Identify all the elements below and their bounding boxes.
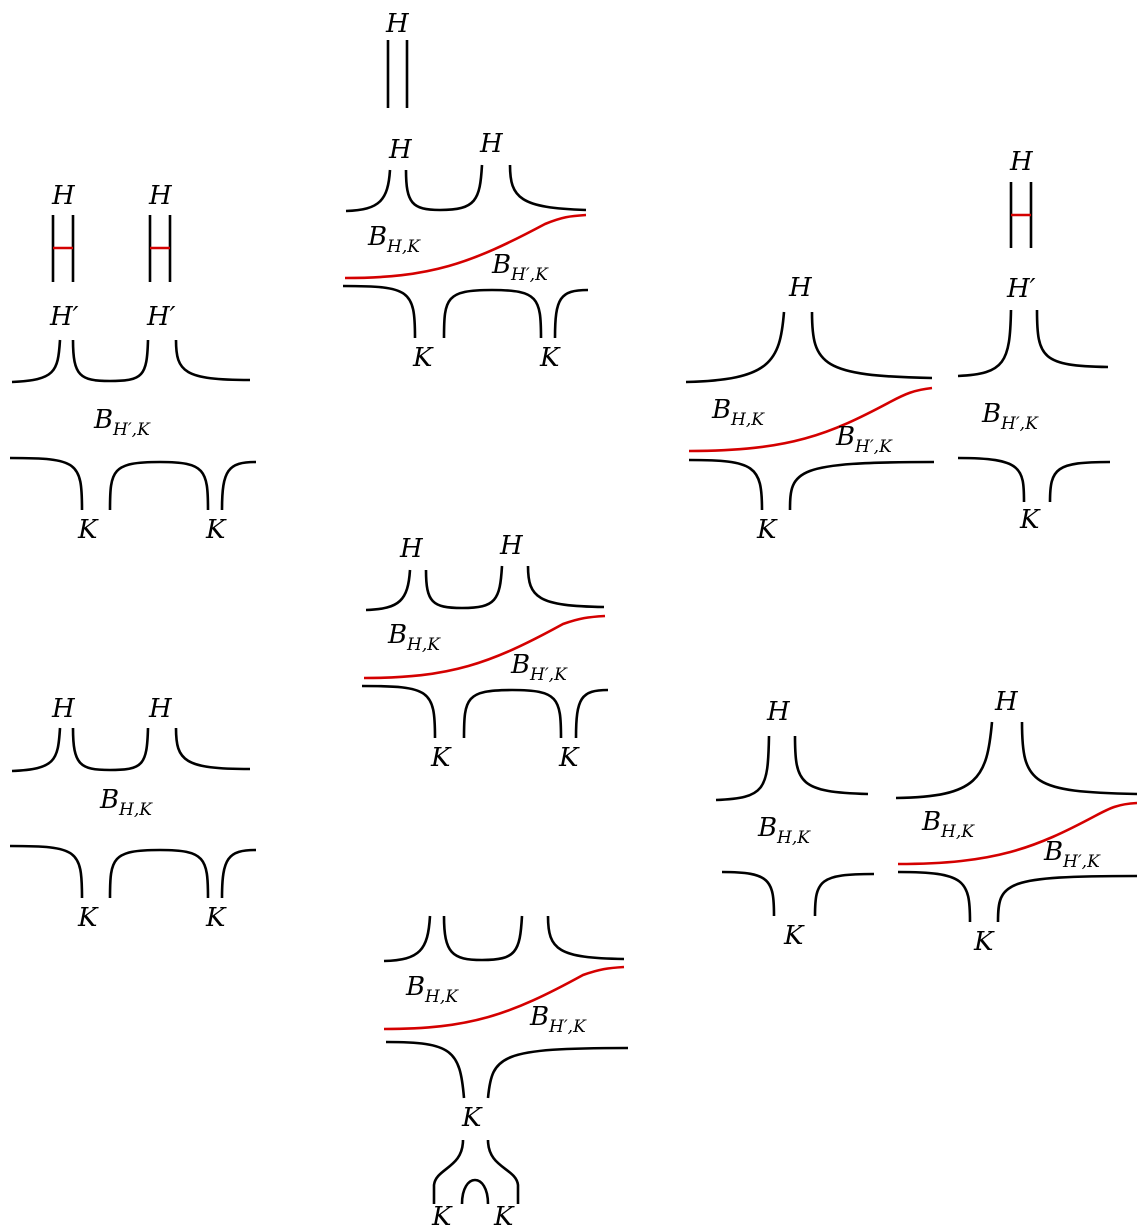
label-k: K [205,903,227,933]
label-h: H [148,181,173,211]
panel-bottom-left: H H B H,K K K [9,694,257,933]
label-b: B [510,650,530,680]
label-b: B [367,222,387,252]
label-k: K [539,343,561,373]
label-b: B [387,620,407,650]
label-b: B [491,250,511,280]
bottom-boundary-curves [9,844,257,899]
label-b-subscript: H,K [776,828,811,848]
label-k: K [430,743,452,773]
panel-top-middle: H H H B H,K B H′,K K K [342,9,589,373]
label-k: K [461,1103,483,1133]
label-k: K [783,921,805,951]
label-h: H [1009,147,1034,177]
label-b: B [529,1002,549,1032]
label-h: H [499,531,524,561]
top-boundary-curves [715,721,1137,802]
label-b: B [757,813,777,843]
top-boundary-curves [11,727,251,773]
red-seam-curve [363,614,606,680]
label-k: K [493,1202,515,1225]
panel-top-left: H H H′ H′ B H′,K K K [9,181,257,545]
label-h-prime: H′ [146,302,176,332]
label-b: B [981,399,1001,429]
top-boundary-curves [11,339,251,384]
label-b: B [405,972,425,1002]
label-h: H [51,694,76,724]
bottom-boundary-curves [342,284,589,339]
label-b-subscript: H′,K [112,420,151,440]
vertical-strands-pair-left [51,215,172,282]
label-h-prime: H′ [49,302,79,332]
label-h: H [385,9,410,39]
label-b: B [711,395,731,425]
bottom-boundary-curves [9,456,257,511]
bottom-boundary-curves [688,456,1111,511]
red-seam-curve [688,386,933,453]
label-b-subscript: H′,K [529,665,568,685]
label-k: K [77,515,99,545]
label-k: K [558,743,580,773]
label-h: H [766,697,791,727]
top-boundary-curves [685,309,1109,384]
label-h: H [148,694,173,724]
split-strands [432,1139,520,1205]
top-boundary-curves [345,164,587,213]
label-b-subscript: H,K [386,237,421,257]
label-h: H [399,534,424,564]
vertical-strands-pair [386,40,409,108]
label-b: B [921,807,941,837]
label-b-subscript: H,K [940,822,975,842]
label-k: K [77,903,99,933]
label-k: K [973,927,995,957]
label-k: K [431,1202,453,1225]
label-b-subscript: H′,K [510,265,549,285]
bottom-boundary-curves [385,1040,629,1099]
red-seam-curve [897,801,1137,866]
panel-bottom-right: H H B H,K B H,K B H′,K K K [715,687,1137,957]
label-b-subscript: H′,K [548,1017,587,1037]
panel-top-right: H H′ H B H,K B H′,K B H′,K K K [685,147,1111,545]
label-b-subscript: H′,K [1000,414,1039,434]
label-b: B [99,785,119,815]
top-boundary-curves [365,565,605,612]
label-b-subscript: H′,K [854,437,893,457]
label-h: H [388,135,413,165]
label-k: K [205,515,227,545]
red-seam-curve [383,965,625,1031]
panel-center: H H B H,K B H′,K K K [361,531,609,773]
label-h: H [479,129,504,159]
label-k: K [1019,505,1041,535]
bottom-boundary-curves [721,870,1137,923]
label-h-prime: H′ [1006,274,1036,304]
label-h: H [994,687,1019,717]
label-b-subscript: H,K [406,635,441,655]
label-b: B [835,422,855,452]
label-b-subscript: H′,K [1062,852,1101,872]
label-h: H [51,181,76,211]
panel-bottom-middle: B H,K B H′,K K K K [383,915,629,1225]
label-b-subscript: H,K [424,987,459,1007]
label-k: K [756,515,778,545]
label-b-subscript: H,K [730,410,765,430]
label-b: B [1043,837,1063,867]
label-b-subscript: H,K [118,800,153,820]
bottom-boundary-curves [361,684,609,739]
label-h: H [788,273,813,303]
red-seam-curve [344,213,587,280]
top-boundary-curves [383,915,625,963]
label-b: B [93,405,113,435]
label-k: K [412,343,434,373]
